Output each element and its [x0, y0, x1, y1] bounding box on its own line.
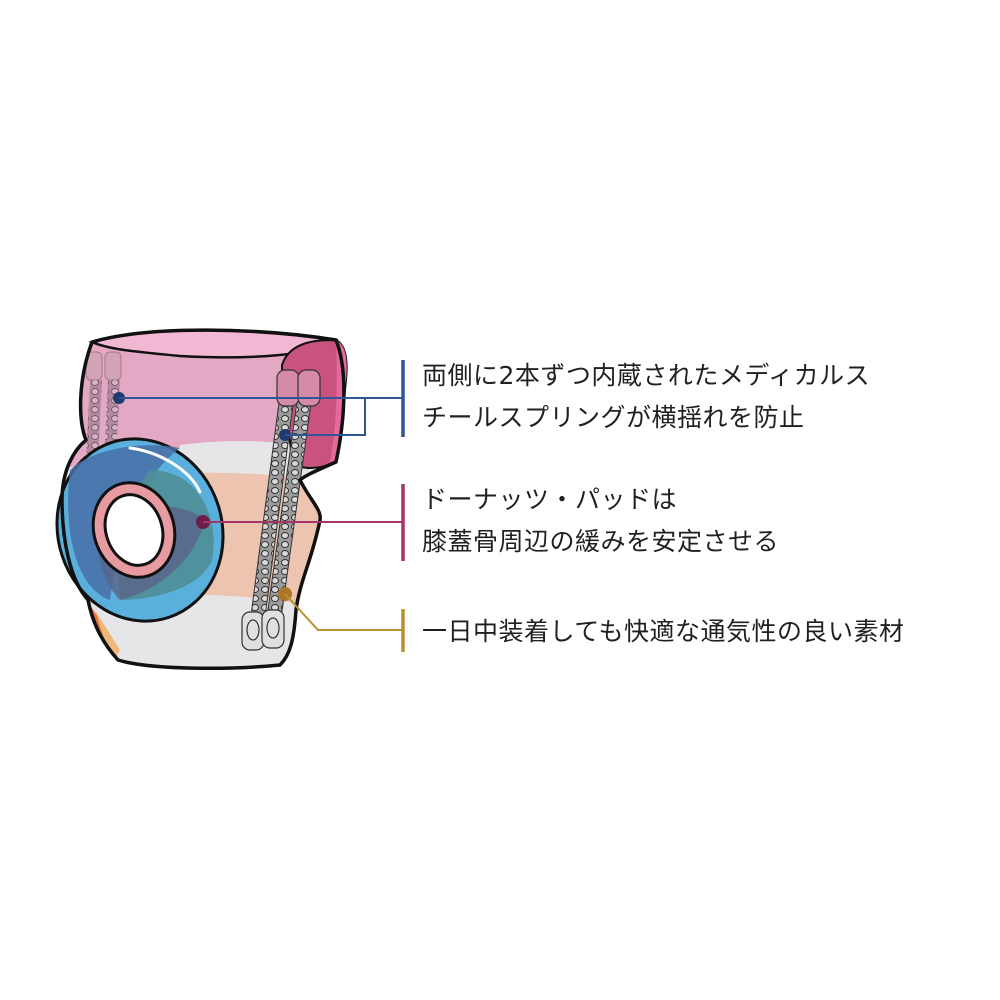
callout-material: 一日中装着しても快適な通気性の良い素材	[422, 611, 905, 653]
callout-donut-pad-line-1: ドーナッツ・パッドは	[422, 485, 678, 514]
material-leader	[278, 587, 405, 652]
callout-springs-line-2: チールスプリングが横揺れを防止	[422, 403, 805, 432]
callout-donut-pad-line-2: 膝蓋骨周辺の緩みを安定させる	[422, 527, 780, 556]
spring-leader	[113, 360, 405, 441]
callout-donut-pad: ドーナッツ・パッドは 膝蓋骨周辺の緩みを安定させる	[422, 479, 779, 563]
callout-springs-line-1: 両側に2本ずつ内蔵されたメディカルス	[422, 361, 871, 390]
callout-material-line-1: 一日中装着しても快適な通気性の良い素材	[422, 617, 905, 646]
pad-leader	[196, 484, 405, 561]
right-springs	[241, 369, 321, 651]
donut-pad	[55, 437, 225, 623]
callout-springs: 両側に2本ずつ内蔵されたメディカルス チールスプリングが横揺れを防止	[422, 355, 870, 439]
